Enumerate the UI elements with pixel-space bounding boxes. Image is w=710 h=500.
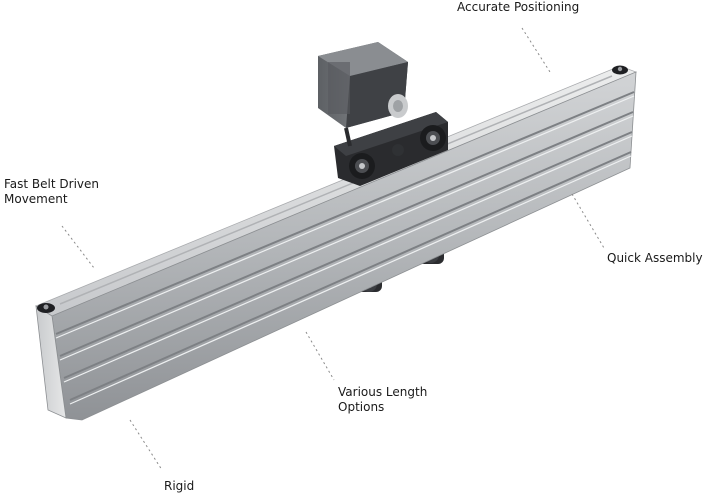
leader-lines bbox=[61, 27, 605, 471]
gantry-plate bbox=[334, 112, 448, 186]
left-idler-pulley bbox=[37, 303, 55, 313]
callout-rigid-text: Rigid bbox=[164, 479, 195, 493]
callout-fast-belt: Fast Belt Driven Movement bbox=[4, 177, 99, 207]
callout-fast-belt-line2: Movement bbox=[4, 192, 68, 206]
callout-fast-belt-line1: Fast Belt Driven bbox=[4, 177, 99, 191]
leader-fastbelt bbox=[61, 225, 95, 269]
callout-various-length: Various Length Options bbox=[338, 385, 427, 415]
callout-quick-assembly: Quick Assembly bbox=[607, 251, 703, 266]
callout-various-line2: Options bbox=[338, 400, 385, 414]
right-idler-pulley bbox=[612, 65, 628, 75]
callout-various-line1: Various Length bbox=[338, 385, 428, 399]
leader-quick bbox=[571, 193, 605, 249]
leader-accurate bbox=[521, 27, 551, 73]
callout-quick-text: Quick Assembly bbox=[607, 251, 703, 265]
callout-accurate-text: Accurate Positioning bbox=[457, 0, 580, 14]
rail-grooves bbox=[55, 91, 635, 401]
callout-accurate-positioning: Accurate Positioning bbox=[457, 0, 579, 15]
callout-rigid: Rigid bbox=[164, 479, 194, 494]
leader-rigid bbox=[129, 419, 163, 471]
stepper-motor bbox=[318, 42, 408, 147]
leader-various bbox=[305, 331, 335, 381]
